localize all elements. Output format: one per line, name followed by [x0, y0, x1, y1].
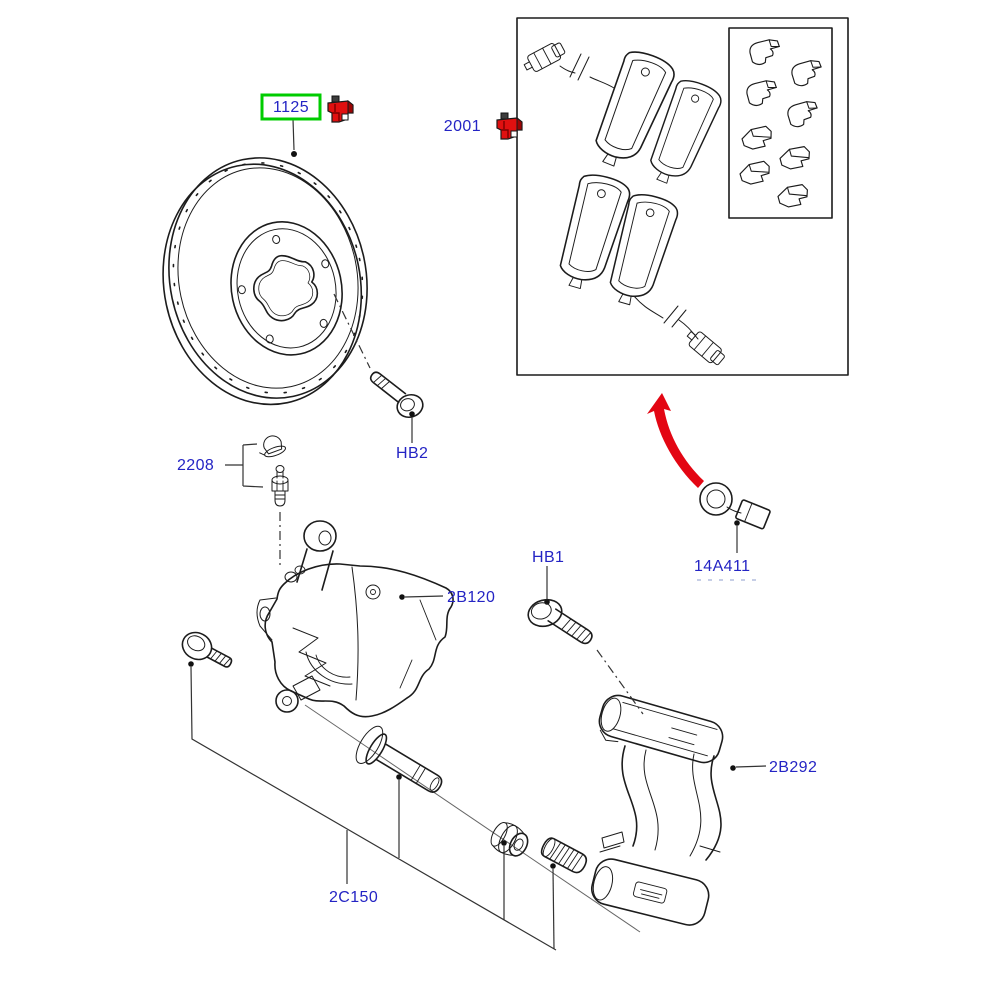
part-thumbnail-icon[interactable] [496, 112, 523, 140]
pad-sensor-wires [520, 39, 728, 369]
disc-vent-marks [172, 162, 364, 394]
pad-clip [738, 160, 772, 186]
pad-clip [745, 78, 779, 108]
brake-pads-drawing [550, 45, 726, 312]
red-curved-arrow [647, 393, 704, 488]
pad-clip [776, 183, 810, 209]
sensor-connector [682, 326, 728, 369]
part-label-caliper[interactable]: 2B120 [447, 589, 495, 606]
pin-boot [490, 821, 529, 857]
pin-cap [540, 837, 588, 874]
bleed-screw-drawing [259, 435, 289, 507]
pad-kit-box [516, 17, 849, 376]
part-label-hb2[interactable]: HB2 [396, 445, 428, 462]
caliper-drawing [256, 520, 454, 718]
disc-hub [230, 221, 343, 356]
part-label-carrier[interactable]: 2B292 [769, 759, 817, 776]
highlight-box [260, 93, 322, 121]
brake-pad [601, 189, 682, 312]
label-1125-group: 1125 [260, 93, 322, 157]
clip-kit-inner-box [728, 27, 833, 219]
pad-clip [778, 145, 812, 171]
label-carrier-group: 2B292 [730, 759, 817, 776]
guide-pin-kit-bracket [188, 661, 557, 951]
bleed-screw-bracket [225, 443, 281, 566]
guide-pin [355, 725, 443, 793]
part-label-pad-kit[interactable]: 2001 [444, 118, 481, 135]
kit-bolt [181, 631, 233, 668]
part-thumbnail-icon[interactable] [327, 95, 354, 123]
pad-clip-set [738, 37, 825, 209]
guide-pin-kit-drawing [181, 631, 641, 951]
brake-pad [584, 45, 680, 176]
pad-clip [748, 37, 782, 67]
label-wear-sensor-group: 14A411 [694, 558, 763, 581]
pad-clip [740, 125, 774, 151]
pad-clip [789, 58, 825, 88]
part-label-bleed-screw[interactable]: 2208 [177, 457, 214, 474]
brake-pad [640, 74, 726, 192]
label-caliper-group: 2B120 [399, 589, 495, 606]
brake-disc-drawing [162, 157, 368, 406]
pad-clip [785, 99, 821, 129]
part-label-wear-sensor[interactable]: 14A411 [694, 558, 750, 575]
bolt-hb1-drawing [527, 566, 644, 715]
carrier-drawing [590, 694, 724, 926]
part-label-hb1[interactable]: HB1 [532, 549, 564, 566]
bolt-hb2-drawing [333, 293, 424, 443]
part-label-guide-pin-kit[interactable]: 2C150 [329, 889, 378, 906]
wear-sensor-drawing [699, 482, 771, 553]
part-label-disc[interactable]: 1125 [273, 99, 309, 116]
brake-pad [550, 169, 634, 296]
sensor-connector [520, 39, 568, 76]
